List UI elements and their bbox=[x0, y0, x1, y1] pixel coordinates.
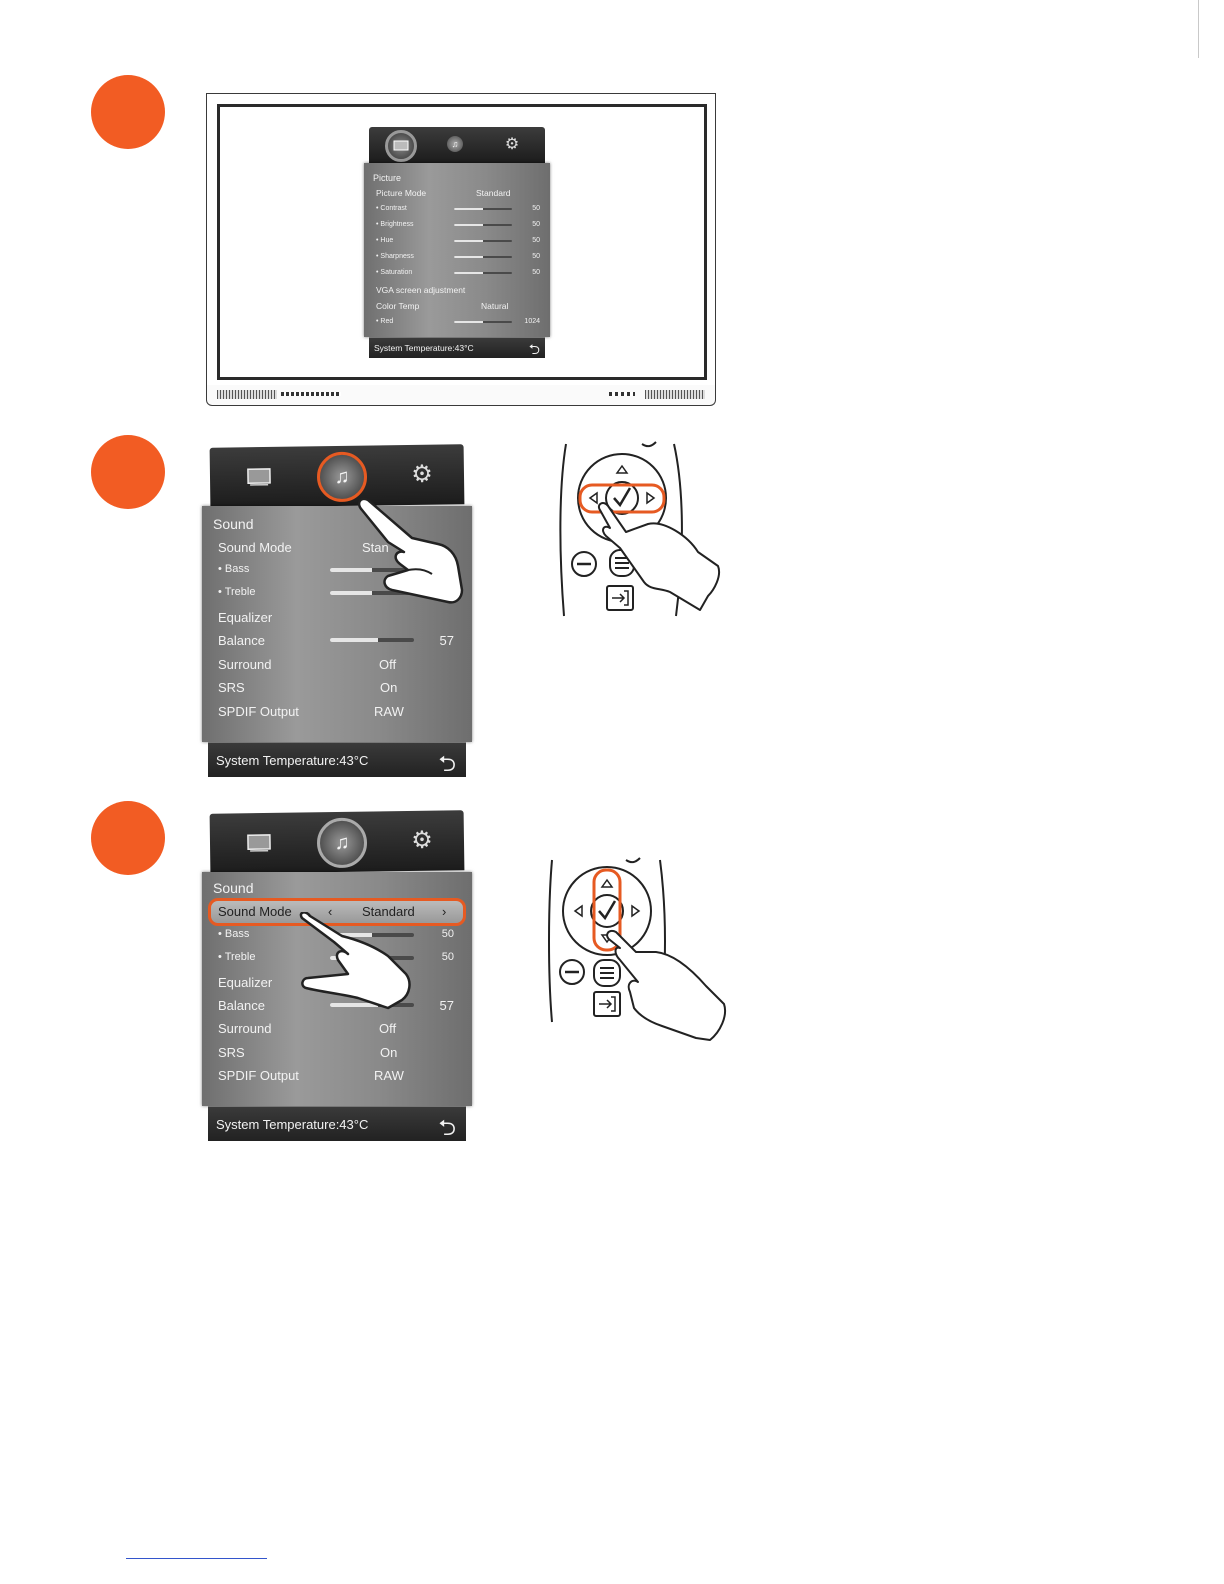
sound-icon[interactable]: ♫ bbox=[316, 817, 368, 869]
step-1-marker bbox=[91, 75, 165, 149]
sound-mode-highlight bbox=[208, 898, 466, 926]
level-slider[interactable] bbox=[330, 1003, 414, 1007]
back-arrow-icon[interactable]: ⮌ bbox=[528, 341, 540, 357]
menu-title: Picture bbox=[373, 173, 402, 183]
page-edge-line bbox=[1198, 0, 1199, 58]
hand-pointer-icon bbox=[357, 497, 464, 604]
right-arrow[interactable]: › bbox=[442, 904, 447, 919]
step-3-marker bbox=[91, 801, 165, 875]
level-slider[interactable] bbox=[454, 224, 512, 226]
sound-icon[interactable]: ♫ bbox=[447, 136, 463, 152]
level-slider[interactable] bbox=[454, 272, 512, 274]
level-slider[interactable] bbox=[454, 240, 512, 242]
menu-title: Sound bbox=[213, 880, 254, 896]
back-arrow-icon[interactable]: ⮌ bbox=[438, 751, 456, 776]
speaker-left bbox=[217, 390, 277, 399]
system-temperature: System Temperature:43°C bbox=[216, 1117, 369, 1132]
level-slider[interactable] bbox=[330, 638, 414, 642]
hand-pointer-icon bbox=[299, 912, 411, 1010]
level-slider[interactable] bbox=[330, 568, 414, 572]
level-slider[interactable] bbox=[330, 933, 414, 937]
system-temperature: System Temperature:43°C bbox=[216, 753, 369, 768]
settings-icon[interactable]: ⚙ bbox=[411, 826, 433, 854]
settings-icon[interactable]: ⚙ bbox=[411, 460, 433, 488]
picture-icon[interactable] bbox=[246, 833, 272, 853]
level-slider[interactable] bbox=[454, 256, 512, 258]
level-slider[interactable] bbox=[454, 321, 512, 323]
front-buttons bbox=[609, 392, 635, 396]
step-2-marker bbox=[91, 435, 165, 509]
picture-icon[interactable] bbox=[246, 467, 272, 487]
settings-icon[interactable]: ⚙ bbox=[504, 136, 520, 153]
remote-control-up-down bbox=[548, 857, 726, 1041]
level-slider[interactable] bbox=[454, 208, 512, 210]
picture-icon[interactable] bbox=[385, 130, 417, 162]
back-arrow-icon[interactable]: ⮌ bbox=[438, 1115, 456, 1140]
system-temperature: System Temperature:43°C bbox=[374, 343, 474, 353]
tv-base bbox=[206, 385, 716, 406]
footer-link-underline bbox=[126, 1558, 267, 1559]
front-ports bbox=[281, 392, 341, 396]
level-slider[interactable] bbox=[330, 591, 414, 595]
menu-title: Sound bbox=[213, 516, 254, 532]
speaker-right bbox=[645, 390, 705, 399]
left-arrow[interactable]: ‹ bbox=[328, 904, 333, 919]
remote-control-left-right bbox=[559, 441, 720, 617]
